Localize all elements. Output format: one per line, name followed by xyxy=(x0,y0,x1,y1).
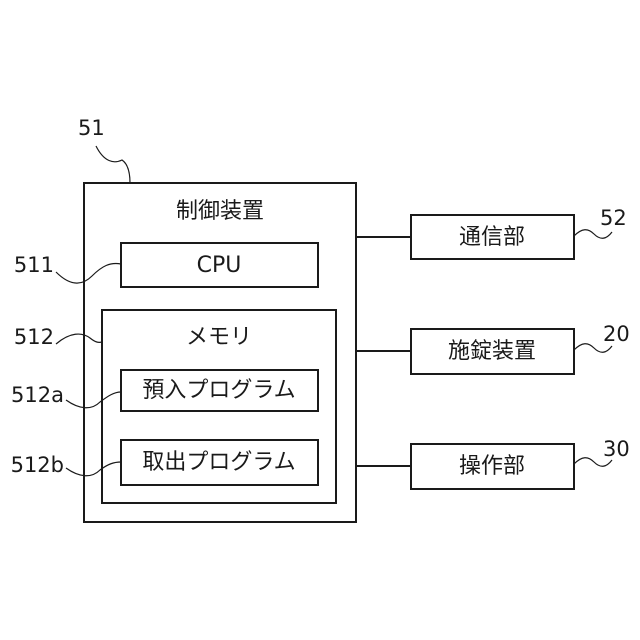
controller-leader xyxy=(96,146,130,183)
memory-ref: 512 xyxy=(14,325,54,349)
cpu-ref: 511 xyxy=(14,253,54,277)
memory-label: メモリ xyxy=(186,325,252,350)
peripheral-ref-communication: 52 xyxy=(600,206,627,230)
peripheral-leader-communication xyxy=(574,230,612,239)
program-ref-retrieve: 512b xyxy=(11,453,64,477)
peripheral-label-lock: 施錠装置 xyxy=(448,339,536,364)
controller-label: 制御装置 xyxy=(176,199,264,224)
cpu-label: CPU xyxy=(197,253,242,278)
peripheral-ref-lock: 20 xyxy=(603,322,630,346)
program-label-deposit: 預入プログラム xyxy=(142,378,295,403)
controller-ref: 51 xyxy=(78,116,105,140)
program-label-retrieve: 取出プログラム xyxy=(142,450,295,475)
peripheral-label-operation: 操作部 xyxy=(459,454,525,479)
program-ref-deposit: 512a xyxy=(11,383,64,407)
peripheral-label-communication: 通信部 xyxy=(459,225,525,250)
peripheral-ref-operation: 30 xyxy=(603,437,630,461)
